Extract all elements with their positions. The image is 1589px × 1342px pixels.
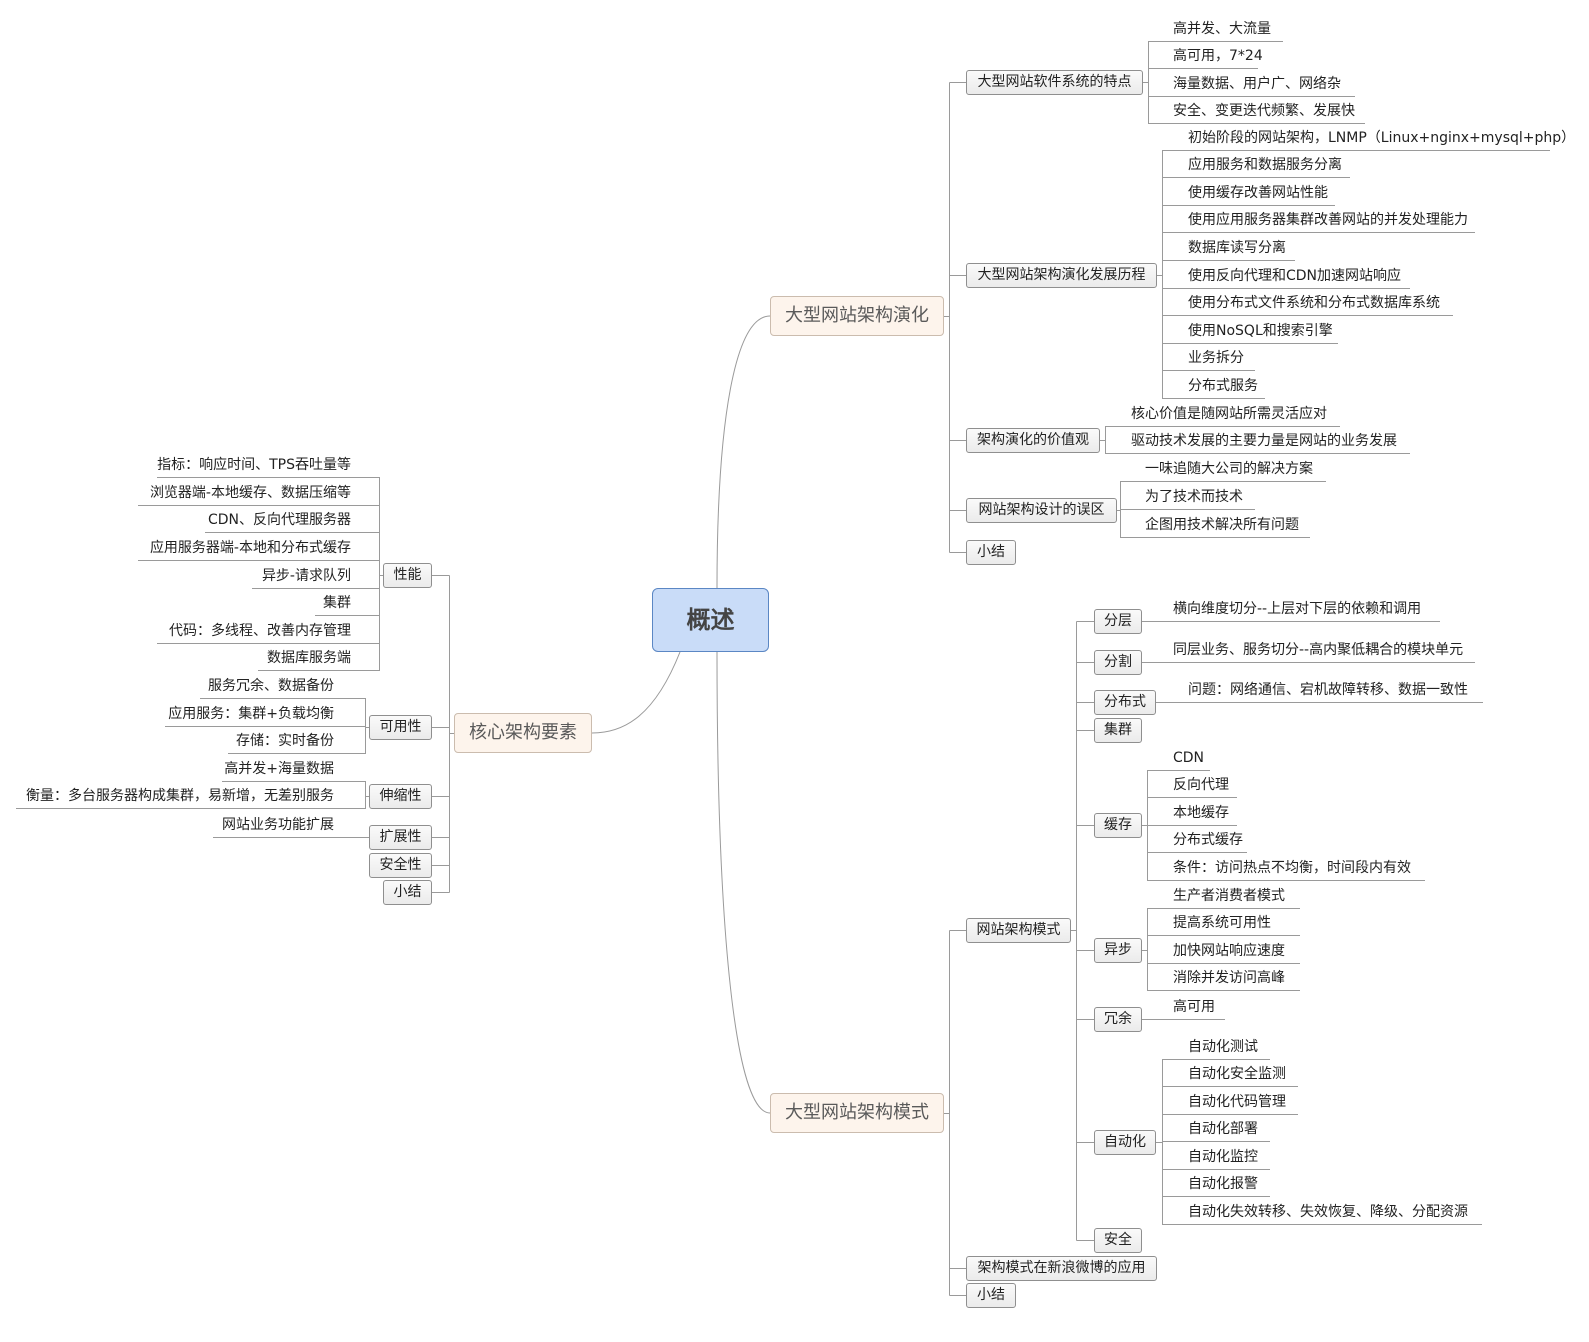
history-item: 使用分布式文件系统和分布式数据库系统: [1162, 293, 1453, 316]
pattern-automation: 自动化: [1094, 1130, 1156, 1155]
cache-item: 条件：访问热点不均衡，时间段内有效: [1147, 858, 1425, 881]
branch-evolution: 大型网站架构演化: [770, 296, 944, 336]
features-item: 海量数据、用户广、网络杂: [1148, 74, 1355, 97]
history-item: 使用缓存改善网站性能: [1162, 183, 1335, 206]
history-item: 使用NoSQL和搜索引擎: [1162, 321, 1338, 344]
topic-history: 大型网站架构演化发展历程: [966, 263, 1157, 288]
pattern-distributed: 分布式: [1094, 690, 1156, 715]
availability-item: 应用服务：集群+负载均衡: [165, 704, 366, 727]
topic-availability: 可用性: [369, 715, 432, 740]
availability-item: 存储：实时备份: [228, 731, 366, 754]
topic-weibo-application: 架构模式在新浪微博的应用: [966, 1256, 1157, 1281]
features-item: 高可用，7*24: [1148, 46, 1263, 69]
async-item: 生产者消费者模式: [1147, 886, 1300, 909]
connector-site-patterns: [1071, 621, 1094, 1241]
cache-item: 反向代理: [1147, 775, 1237, 798]
central-topic: 概述: [652, 588, 769, 652]
branch-patterns: 大型网站架构模式: [770, 1093, 944, 1133]
async-item: 加快网站响应速度: [1147, 941, 1300, 964]
automation-item: 自动化测试: [1162, 1037, 1270, 1060]
values-item: 核心价值是随网站所需灵活应对: [1105, 404, 1340, 427]
connector-center-core: [591, 651, 681, 734]
history-item: 分布式服务: [1162, 376, 1265, 399]
performance-item: 应用服务器端-本地和分布式缓存: [138, 538, 380, 561]
connector-center-patterns: [716, 651, 771, 1114]
topic-scalability: 伸缩性: [369, 784, 432, 809]
pattern-cache: 缓存: [1094, 813, 1142, 838]
cache-item: 分布式缓存: [1147, 830, 1247, 853]
distributed-item: 问题：网络通信、宕机故障转移、数据一致性: [1160, 680, 1483, 703]
async-item: 消除并发访问高峰: [1147, 968, 1300, 991]
connector-async: [1142, 908, 1148, 991]
performance-item: 代码：多线程、改善内存管理: [157, 621, 380, 644]
pitfalls-item: 一味追随大公司的解决方案: [1120, 459, 1326, 482]
pattern-partition: 分割: [1094, 650, 1142, 675]
connector-patterns-trunk: [944, 930, 966, 1296]
performance-item: 异步-请求队列: [252, 566, 380, 589]
connector-evolution-trunk: [944, 82, 966, 553]
pattern-redundancy: 冗余: [1094, 1007, 1142, 1032]
features-item: 高并发、大流量: [1148, 19, 1283, 42]
automation-item: 自动化监控: [1162, 1147, 1270, 1170]
cache-item: 本地缓存: [1147, 803, 1237, 826]
values-item: 驱动技术发展的主要力量是网站的业务发展: [1105, 431, 1410, 454]
extensibility-item: 网站业务功能扩展: [213, 815, 366, 838]
redundancy-item: 高可用: [1147, 997, 1225, 1020]
topic-performance: 性能: [383, 563, 432, 588]
availability-item: 服务冗余、数据备份: [200, 676, 366, 699]
connector-scalability: [365, 781, 369, 809]
connector-features: [1143, 41, 1149, 124]
automation-item: 自动化安全监测: [1162, 1064, 1298, 1087]
performance-item: 集群: [315, 593, 380, 616]
pitfalls-item: 企图用技术解决所有问题: [1120, 515, 1310, 538]
history-item: 使用反向代理和CDN加速网站响应: [1162, 266, 1410, 289]
layering-item: 横向维度切分--上层对下层的依赖和调用: [1147, 599, 1440, 622]
automation-item: 自动化失效转移、失效恢复、降级、分配资源: [1162, 1202, 1482, 1225]
history-item: 使用应用服务器集群改善网站的并发处理能力: [1162, 210, 1475, 233]
pitfalls-item: 为了技术而技术: [1120, 487, 1255, 510]
pattern-cluster: 集群: [1094, 718, 1142, 743]
history-item: 初始阶段的网站架构，LNMP（Linux+nginx+mysql+php）: [1162, 128, 1575, 151]
topic-security: 安全性: [369, 853, 432, 878]
automation-item: 自动化代码管理: [1162, 1092, 1298, 1115]
history-item: 业务拆分: [1162, 348, 1255, 371]
connector-values: [1100, 426, 1106, 454]
connector-center-evolution: [716, 315, 771, 589]
topic-values: 架构演化的价值观: [966, 428, 1100, 453]
branch-core-elements: 核心架构要素: [454, 713, 592, 753]
pattern-security: 安全: [1094, 1228, 1142, 1253]
topic-core-summary: 小结: [383, 880, 432, 905]
features-item: 安全、变更迭代频繁、发展快: [1148, 101, 1365, 124]
topic-patterns-summary: 小结: [966, 1283, 1016, 1308]
connector-history: [1157, 150, 1163, 399]
async-item: 提高系统可用性: [1147, 913, 1300, 936]
topic-features: 大型网站软件系统的特点: [966, 70, 1143, 95]
automation-item: 自动化部署: [1162, 1119, 1270, 1142]
scalability-item: 衡量：多台服务器构成集群，易新增，无差别服务: [16, 786, 366, 809]
scalability-item: 高并发+海量数据: [222, 759, 366, 782]
automation-item: 自动化报警: [1162, 1174, 1270, 1197]
performance-item: 浏览器端-本地缓存、数据压缩等: [138, 483, 380, 506]
pattern-async: 异步: [1094, 938, 1142, 963]
performance-item: 指标：响应时间、TPS吞吐量等: [157, 455, 380, 478]
pattern-layering: 分层: [1094, 609, 1142, 634]
performance-item: CDN、反向代理服务器: [205, 510, 380, 533]
cache-item: CDN: [1147, 748, 1210, 771]
topic-evolution-summary: 小结: [966, 540, 1016, 565]
connector-performance: [379, 477, 383, 671]
partition-item: 同层业务、服务切分--高内聚低耦合的模块单元: [1147, 640, 1475, 663]
history-item: 数据库读写分离: [1162, 238, 1295, 261]
connector-automation: [1156, 1059, 1163, 1225]
topic-extensibility: 扩展性: [369, 825, 432, 850]
history-item: 应用服务和数据服务分离: [1162, 155, 1350, 178]
topic-site-patterns: 网站架构模式: [966, 918, 1071, 943]
performance-item: 数据库服务端: [258, 648, 380, 671]
topic-pitfalls: 网站架构设计的误区: [966, 498, 1117, 523]
connector-core-trunk: [432, 575, 454, 893]
